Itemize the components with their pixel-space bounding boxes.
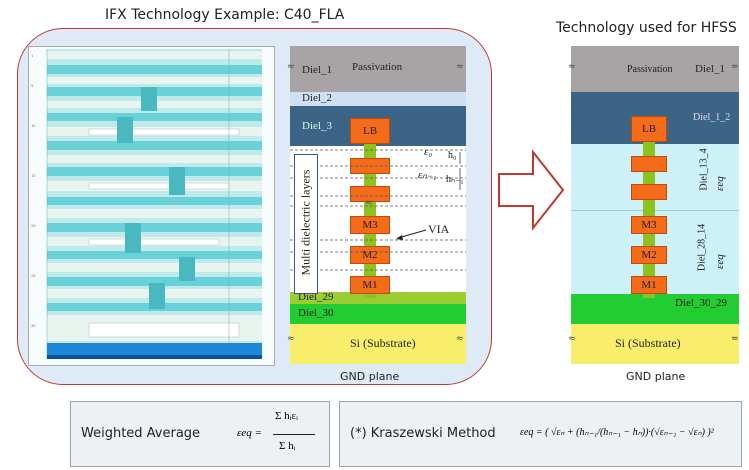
layer-substrate: Si (Substrate) <box>290 324 466 364</box>
diel-1-label: Diel_1 <box>302 64 332 76</box>
h-top-label: h₀ <box>448 150 457 161</box>
layer-passivation: Passivation Diel_1 <box>290 46 466 92</box>
r-metal-m2: M2 <box>631 246 667 264</box>
svg-text:20: 20 <box>31 224 35 228</box>
r-diel-13-4-label: Diel_13_4 <box>698 148 710 191</box>
r-metal-m1: M1 <box>631 276 667 294</box>
substrate-label: Si (Substrate) <box>350 336 416 350</box>
left-title: IFX Technology Example: C40_FLA <box>105 7 345 23</box>
right-title: Technology used for HFSS <box>556 20 737 36</box>
metal-m1: M1 <box>350 276 390 294</box>
r-passivation-label: Passivation <box>627 64 673 75</box>
wave-icon: ≈ <box>365 198 373 208</box>
svg-text:30: 30 <box>31 324 35 328</box>
wave-icon: ≈ <box>287 62 295 72</box>
diel-2-label: Diel_2 <box>302 92 332 104</box>
r-diel-30-29-label: Diel_30_29 <box>675 297 727 309</box>
diel-30-label: Diel_30 <box>298 307 334 319</box>
wave-icon: ≈ <box>456 334 464 344</box>
wave-icon: ≈ <box>456 62 464 72</box>
svg-text:15: 15 <box>31 174 35 178</box>
layer-dash-lines <box>290 149 466 271</box>
diel-29-label: Diel_29 <box>298 291 334 303</box>
left-stack: Passivation Diel_1 Diel_2 Diel_3 Diel_29… <box>287 46 466 364</box>
kraszewski-label: (*) Kraszewski Method <box>350 426 496 441</box>
via-label: VIA <box>428 222 450 236</box>
kraszewski-formula: εeq = ( √εₙ + (hₙ₋₁/(hₙ₋₁ − hₙ))·(√εₙ₋₁ … <box>520 427 714 438</box>
weighted-denominator: Σ hᵢ <box>279 440 296 452</box>
metal-m2: M2 <box>350 246 390 264</box>
svg-text:10: 10 <box>31 124 35 128</box>
wave-icon: ≈ <box>568 62 576 72</box>
diel-3-label: Diel_3 <box>302 120 332 132</box>
svg-text:1: 1 <box>31 54 33 58</box>
r-eps-eq-label-1: εeq <box>714 176 726 191</box>
eps-top-label: ε₀ <box>424 146 433 158</box>
kraszewski-box: (*) Kraszewski Method εeq = ( √εₙ + (hₙ₋… <box>339 401 742 467</box>
h-bottom-label: hₙ₋₁ <box>446 174 464 185</box>
fraction-bar <box>273 434 315 435</box>
layer-diel-2: Diel_2 <box>290 92 466 106</box>
r-diel-1-2-label: Diel_1_2 <box>693 112 731 123</box>
r-substrate-label: Si (Substrate) <box>615 336 681 350</box>
arrow-right-icon <box>498 149 565 231</box>
r-eps-eq-label-2: εeq <box>714 254 726 269</box>
r-metal-m3: M3 <box>631 216 667 234</box>
multi-dielectric-box: Multi dielectric layers <box>294 154 318 294</box>
layer-diel-30: Diel_30 <box>290 304 466 324</box>
multi-dielectric-label: Multi dielectric layers <box>298 169 313 276</box>
svg-text:25: 25 <box>31 274 35 278</box>
r-diel-28-14-label: Diel_28_14 <box>696 223 708 272</box>
eps-bottom-label: εₙ₋₁ <box>418 169 437 181</box>
r-metal-mx-2 <box>631 184 667 200</box>
right-stack: Passivation Diel_1 Diel_1_2 Diel_30_29 S… <box>568 46 739 364</box>
metal-m3: M3 <box>350 216 390 234</box>
r-metal-mx-1 <box>631 156 667 172</box>
r-layer-diel-30-29: Diel_30_29 <box>571 294 739 324</box>
metal-mx-2 <box>350 186 390 202</box>
r-layer-passivation: Passivation Diel_1 <box>571 46 739 92</box>
gnd-plane-right: GND plane <box>626 370 686 383</box>
svg-text:5: 5 <box>31 84 33 88</box>
weighted-average-box: Weighted Average εeq = Σ hᵢεᵢ Σ hᵢ <box>70 401 330 467</box>
metal-lb: LB <box>350 118 390 144</box>
r-metal-lb: LB <box>631 116 667 142</box>
passivation-label: Passivation <box>352 61 403 73</box>
weighted-numerator: Σ hᵢεᵢ <box>275 410 298 422</box>
gnd-plane-left: GND plane <box>340 370 400 383</box>
weighted-average-label: Weighted Average <box>81 426 201 441</box>
weighted-lhs: εeq = <box>237 427 262 439</box>
r-diel-1-label: Diel_1 <box>695 63 725 75</box>
r-layer-substrate: Si (Substrate) <box>571 324 739 364</box>
wave-icon: ≈ <box>287 334 295 344</box>
wave-icon: ≈ <box>731 62 739 72</box>
wave-icon: ≈ <box>731 334 739 344</box>
wave-icon: ≈ <box>568 334 576 344</box>
layer-diel-29: Diel_29 <box>290 291 466 304</box>
